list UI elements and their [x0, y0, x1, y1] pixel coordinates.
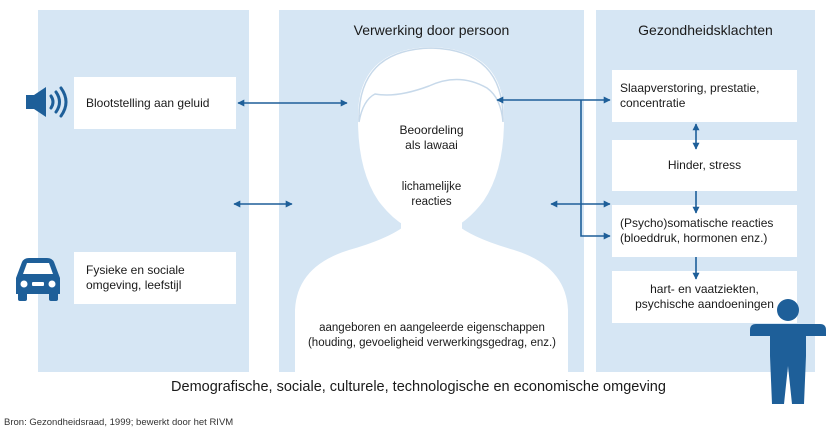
traits-label-line2: (houding, gevoeligheid verwerkingsgedrag… [307, 337, 557, 349]
hinder-label: Hinder, stress [667, 158, 742, 172]
standing-person-icon [750, 299, 826, 404]
environment-label-line2: omgeving, leefstijl [86, 278, 182, 292]
psycho-box: (Psycho)somatische reacties (bloeddruk, … [612, 205, 797, 257]
assessment-label-line1: Beoordeling [399, 123, 464, 137]
person-silhouette-icon [295, 46, 568, 372]
traits-label: aangeboren en aangeleerde eigenschappen … [282, 321, 582, 351]
right-column-title: Gezondheidsklachten [638, 22, 773, 38]
cardio-label: hart- en vaatziekten, psychische aandoen… [635, 282, 774, 312]
psycho-label-line1: (Psycho)somatische reacties [620, 216, 774, 230]
exposure-label: Blootstelling aan geluid [86, 95, 210, 110]
sleep-label-line1: Slaapverstoring, prestatie, [620, 81, 760, 95]
environment-label-line1: Fysieke en sociale [86, 263, 185, 277]
assessment-label-line2: als lawaai [405, 138, 458, 152]
sleep-label: Slaapverstoring, prestatie, concentratie [620, 81, 759, 111]
traits-label-line1: aangeboren en aangeleerde eigenschappen [319, 322, 545, 334]
left-column [38, 10, 249, 372]
hinder-box: Hinder, stress [612, 140, 797, 191]
source-note: Bron: Gezondheidsraad, 1999; bewerkt doo… [4, 417, 234, 428]
psycho-label: (Psycho)somatische reacties (bloeddruk, … [620, 216, 773, 246]
assessment-label: Beoordeling als lawaai [364, 123, 499, 153]
environment-label: Fysieke en sociale omgeving, leefstijl [86, 263, 185, 293]
middle-column-title: Verwerking door persoon [353, 22, 510, 38]
exposure-box: Blootstelling aan geluid [74, 77, 236, 129]
environment-box: Fysieke en sociale omgeving, leefstijl [74, 252, 236, 304]
cardio-label-line1: hart- en vaatziekten, [650, 282, 759, 296]
environment-footer: Demografische, sociale, culturele, techn… [171, 379, 666, 395]
sleep-label-line2: concentratie [620, 96, 686, 110]
car-icon [16, 258, 60, 301]
physical-reactions-line2: reacties [411, 196, 452, 208]
speaker-icon [26, 86, 68, 118]
cardio-label-line2: psychische aandoeningen [635, 297, 774, 311]
psycho-label-line2: (bloeddruk, hormonen enz.) [620, 231, 768, 245]
sleep-box: Slaapverstoring, prestatie, concentratie [612, 70, 797, 122]
physical-reactions-label: lichamelijke reacties [364, 180, 499, 210]
cardio-box: hart- en vaatziekten, psychische aandoen… [612, 271, 797, 323]
physical-reactions-line1: lichamelijke [401, 181, 462, 193]
